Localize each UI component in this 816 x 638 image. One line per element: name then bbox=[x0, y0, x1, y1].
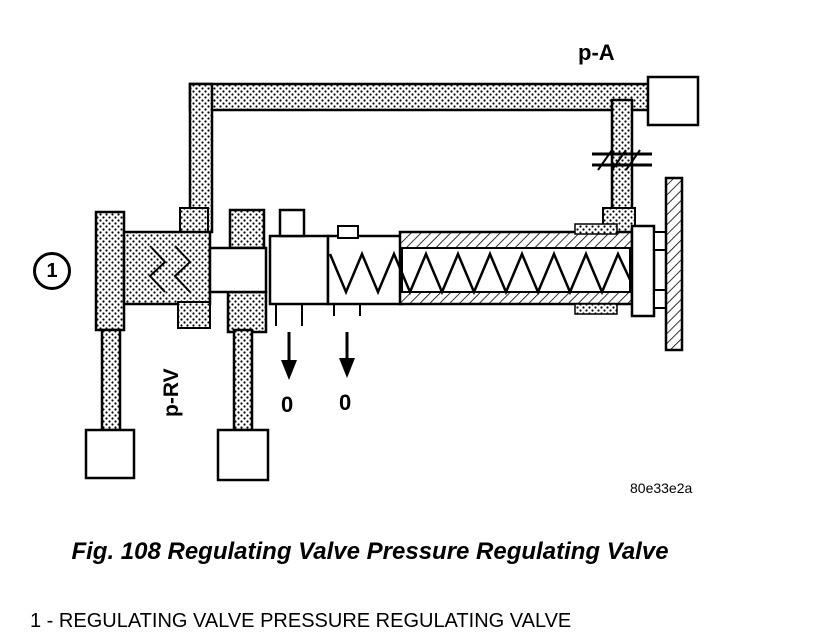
figure-caption: Fig. 108 Regulating Valve Pressure Regul… bbox=[71, 538, 669, 565]
image-code: 80e33e2a bbox=[630, 480, 693, 496]
legend-item: 1 - REGULATING VALVE PRESSURE REGULATING… bbox=[30, 610, 571, 633]
legend-separator: - bbox=[41, 610, 59, 632]
pressure-a-line bbox=[179, 82, 652, 235]
callout-1: 1 bbox=[33, 252, 71, 290]
left-valve-chamber bbox=[122, 230, 268, 329]
orifice-symbol bbox=[592, 149, 652, 171]
exhaust-port-1 bbox=[275, 304, 303, 380]
exhaust-port-2 bbox=[333, 304, 361, 378]
pressure-rv-line bbox=[216, 208, 270, 482]
valve-diagram bbox=[84, 75, 700, 482]
end-plate bbox=[664, 176, 684, 352]
pressure-a-sensor-box bbox=[646, 75, 700, 127]
legend-text: REGULATING VALVE PRESSURE REGULATING VAL… bbox=[58, 610, 572, 632]
valve-spring bbox=[328, 250, 634, 296]
exhaust-label-1: 0 bbox=[281, 392, 294, 417]
pressure-rv-label: p-RV bbox=[160, 368, 183, 417]
pressure-a-label: p-A bbox=[578, 40, 615, 65]
exhaust-label-2: 0 bbox=[339, 390, 352, 415]
legend-number: 1 bbox=[30, 610, 42, 632]
left-supply-line bbox=[84, 210, 136, 480]
valve-spool bbox=[268, 208, 667, 318]
callout-number: 1 bbox=[46, 259, 58, 282]
